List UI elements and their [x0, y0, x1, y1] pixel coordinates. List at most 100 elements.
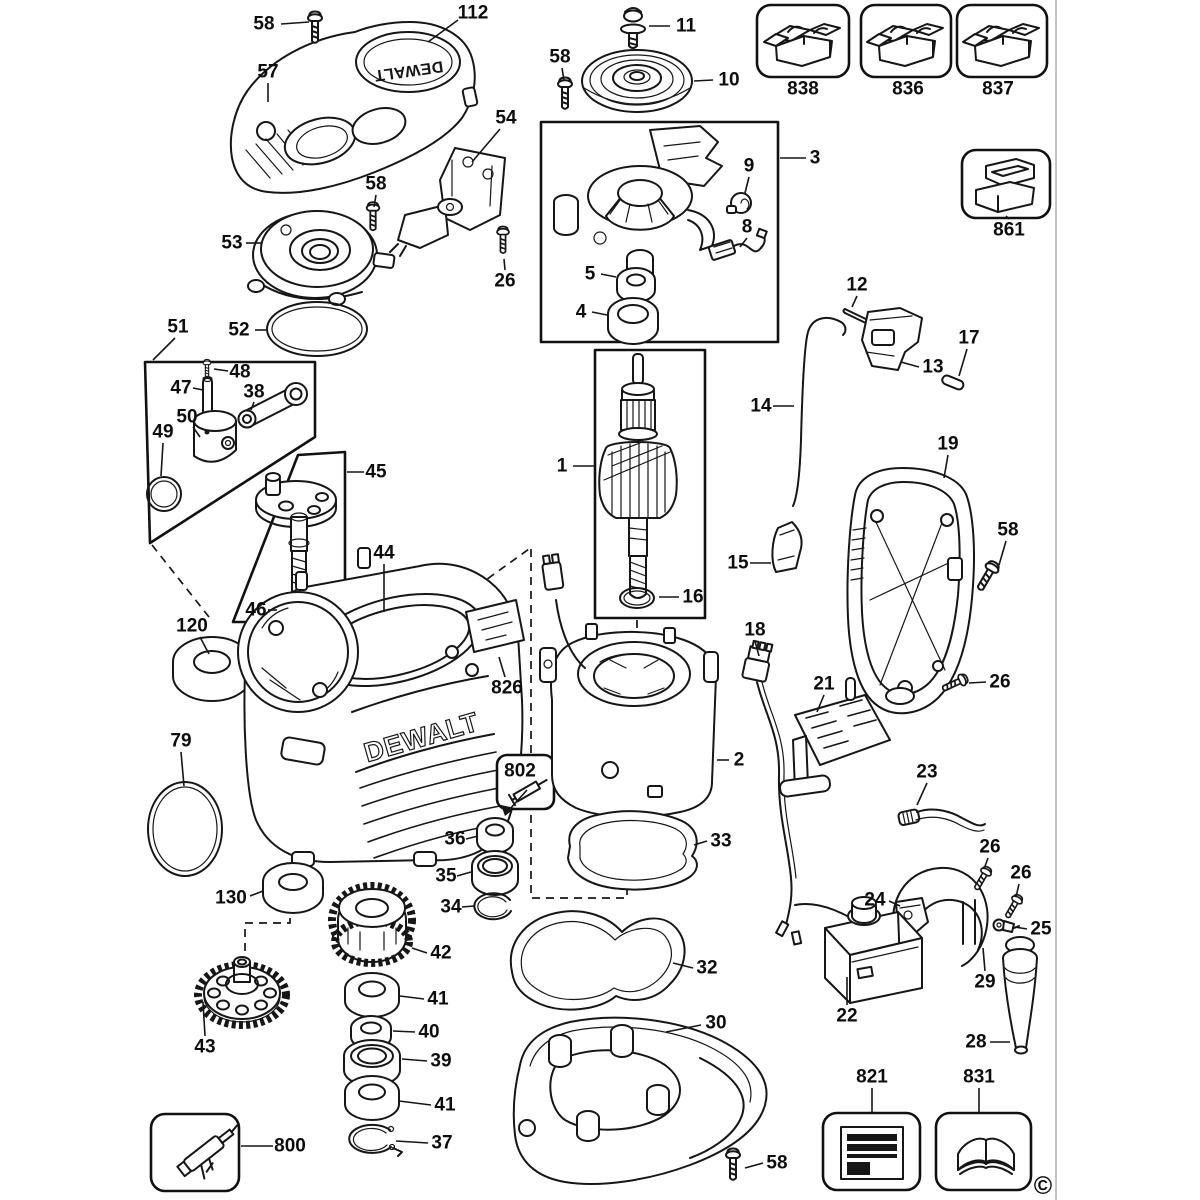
part-callout-26: 26 — [989, 672, 1010, 693]
part-callout-58: 58 — [253, 14, 274, 35]
part-callout-15: 15 — [727, 553, 749, 574]
leader-line — [1015, 883, 1020, 898]
leader-line — [958, 348, 968, 377]
part-callout-130: 130 — [215, 888, 247, 909]
leader-line — [665, 1024, 702, 1033]
part-callout-45: 45 — [365, 462, 387, 483]
part-53-bearing-plate — [247, 210, 396, 306]
part-callout-26: 26 — [1010, 863, 1031, 884]
leader-line — [192, 426, 201, 438]
part-callout-25: 25 — [1030, 919, 1052, 940]
leader-line — [250, 401, 255, 411]
part-callout-34: 34 — [440, 897, 462, 918]
part-21-brush-holder — [779, 677, 891, 798]
leader-line — [192, 387, 204, 391]
part-58-screw — [365, 201, 381, 232]
part-13-lock-button — [861, 307, 923, 371]
part-callout-57: 57 — [257, 62, 278, 83]
part-callout-11: 11 — [676, 16, 697, 37]
part-49-o-ring — [146, 476, 182, 512]
part-120-bearing — [172, 636, 252, 702]
part-36-bearing — [476, 817, 514, 854]
part-callout-2: 2 — [734, 750, 745, 771]
part-22-switch — [824, 896, 923, 1004]
leader-line — [401, 1058, 428, 1062]
part-23-cable — [897, 808, 986, 832]
leader-line — [180, 751, 185, 787]
leader-line — [411, 947, 428, 954]
part-callout-23: 23 — [916, 762, 937, 783]
part-26-screw — [970, 863, 995, 893]
part-callout-5: 5 — [585, 264, 596, 285]
part-callout-12: 12 — [846, 275, 867, 296]
part-16-o-ring — [619, 587, 655, 609]
part-callout-24: 24 — [864, 890, 886, 911]
leader-line — [160, 442, 164, 477]
part-17-pin — [941, 374, 965, 391]
stator-lead-connector — [541, 553, 586, 669]
leader-line — [399, 995, 425, 1000]
part-callout-41: 41 — [434, 1095, 456, 1116]
leader-line — [900, 361, 920, 368]
part-callout-29: 29 — [974, 972, 995, 993]
part-callout-826: 826 — [491, 678, 523, 699]
part-callout-79: 79 — [170, 731, 191, 752]
leader-line — [739, 237, 748, 248]
part-37-snap-ring — [348, 1123, 403, 1157]
part-25-clip — [992, 918, 1020, 933]
part-41-bearing — [344, 1075, 400, 1121]
part-callout-831: 831 — [963, 1067, 995, 1088]
leader-line — [693, 79, 714, 82]
part-callout-43: 43 — [194, 1037, 215, 1058]
part-callout-21: 21 — [813, 674, 835, 695]
part-42-helical-gear — [328, 882, 416, 967]
part-38-connecting-rod — [237, 382, 308, 429]
part-callout-37: 37 — [431, 1133, 452, 1154]
part-4-ring — [607, 297, 659, 345]
part-5-bearing — [616, 267, 656, 303]
part-8-carbon-brush — [707, 227, 768, 261]
part-callout-39: 39 — [430, 1051, 451, 1072]
leader-line — [213, 368, 229, 372]
part-79-o-ring — [147, 781, 223, 877]
part-callout-58: 58 — [365, 174, 386, 195]
leader-line — [1005, 215, 1010, 220]
part-33-gasket — [567, 810, 698, 891]
part-2-field-stator — [539, 623, 719, 818]
leader-line — [199, 636, 210, 655]
part-callout-52: 52 — [228, 320, 249, 341]
part-callout-26: 26 — [494, 271, 515, 292]
part-callout-18: 18 — [744, 620, 765, 641]
part-callout-836: 836 — [892, 79, 924, 100]
leader-line — [851, 295, 858, 308]
leader-line — [888, 900, 901, 907]
part-callout-28: 28 — [965, 1032, 986, 1053]
leader-line — [1014, 926, 1028, 930]
part-11-screw — [620, 7, 646, 49]
part-callout-26: 26 — [979, 837, 1000, 858]
part-callout-54: 54 — [495, 108, 517, 129]
copyright-mark: © — [1034, 1172, 1053, 1200]
part-callout-837: 837 — [982, 79, 1014, 100]
part-callout-4: 4 — [576, 302, 587, 323]
grease-point-arrow — [501, 789, 528, 816]
part-callout-58: 58 — [766, 1153, 787, 1174]
leader-line — [983, 857, 989, 870]
part-19-gear-housing-cover — [846, 467, 975, 715]
part-callout-32: 32 — [696, 958, 717, 979]
part-callout-47: 47 — [170, 378, 191, 399]
part-callout-41: 41 — [427, 989, 449, 1010]
part-58-screw — [972, 557, 1003, 594]
part-callout-33: 33 — [710, 831, 731, 852]
part-58-screw — [725, 1147, 741, 1181]
part-9-spring-clip — [726, 192, 752, 214]
part-30-base-cover — [512, 1016, 768, 1185]
part-callout-800: 800 — [274, 1136, 306, 1157]
part-callout-3: 3 — [810, 148, 821, 169]
part-41-bearing — [344, 972, 400, 1018]
part-26-screw — [496, 225, 510, 254]
part-32-gasket — [509, 910, 686, 1011]
part-43-spur-gear — [194, 956, 290, 1029]
part-28-cord-protector — [1002, 936, 1038, 1055]
